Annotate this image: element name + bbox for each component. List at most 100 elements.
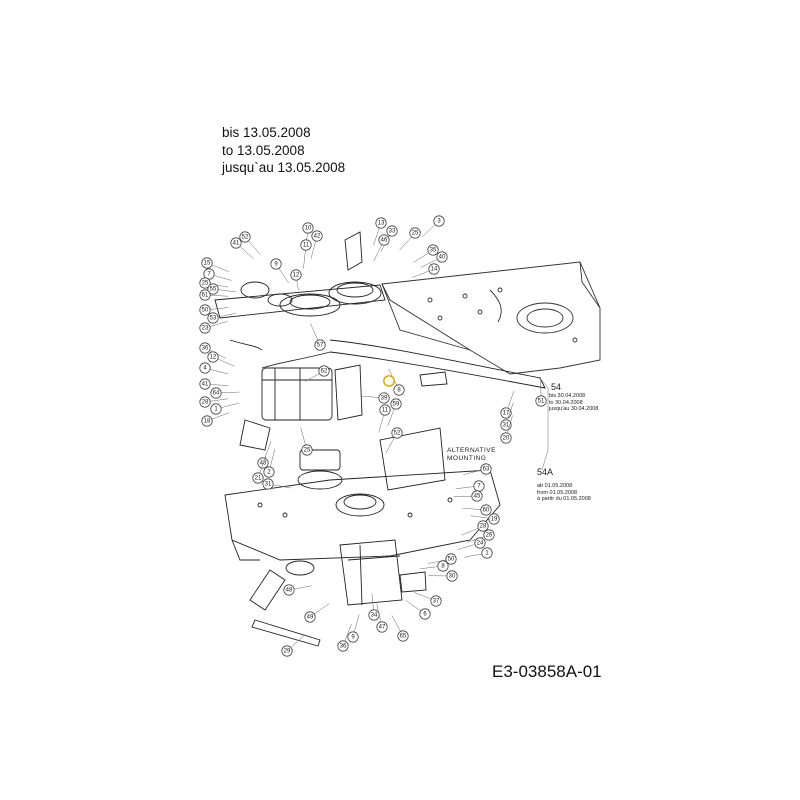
callout-number: 2 xyxy=(267,469,271,475)
part-callout-25: 25 xyxy=(399,227,421,251)
callout-circle xyxy=(378,392,390,404)
part-callout-63: 63 xyxy=(463,463,492,475)
callout-circle xyxy=(419,608,431,620)
callout-circle xyxy=(427,244,439,256)
callout-circle xyxy=(201,415,213,427)
callout-leader-line xyxy=(453,495,472,498)
validity-line-en: to 13.05.2008 xyxy=(222,142,305,158)
callout-circle xyxy=(409,227,421,239)
variant-note-old: bis 30.04.2008 to 30.04.2008 jusqu'au 30… xyxy=(549,393,598,413)
callout-number: 42 xyxy=(314,233,321,239)
part-callout-25: 25 xyxy=(300,427,313,456)
callout-circle xyxy=(311,230,323,242)
callout-number: 19 xyxy=(491,516,498,522)
callout-leader-line xyxy=(354,614,360,632)
callout-number: 13 xyxy=(378,220,385,226)
callout-circle xyxy=(445,553,457,565)
part-callout-7: 7 xyxy=(203,268,232,281)
callout-number: 10 xyxy=(305,225,312,231)
variant-note-old-line: bis 30.04.2008 xyxy=(549,393,586,399)
part-callout-55: 55 xyxy=(207,283,237,295)
callout-circle xyxy=(290,269,302,281)
callout-circle xyxy=(283,584,295,596)
callout-circle xyxy=(446,570,458,582)
callout-circle xyxy=(436,251,448,263)
callout-circle xyxy=(390,398,402,410)
callout-circle xyxy=(230,237,242,249)
callout-leader-line xyxy=(507,390,515,408)
callout-number: 3 xyxy=(437,218,441,224)
callout-leader-line xyxy=(305,373,320,382)
callout-number: 36 xyxy=(202,345,209,351)
highlighted-callout xyxy=(383,375,395,387)
callout-number: 36 xyxy=(340,643,347,649)
part-callout-59: 59 xyxy=(387,398,402,427)
callout-number: 63 xyxy=(483,466,490,472)
part-callout-45: 45 xyxy=(453,490,483,502)
callout-circle xyxy=(379,404,391,416)
callout-circle xyxy=(301,444,313,456)
callout-leader-line xyxy=(373,228,380,246)
callout-number: 61 xyxy=(202,292,209,298)
part-callout-65: 65 xyxy=(391,615,409,642)
callout-leader-line xyxy=(507,402,514,420)
callout-number: 64 xyxy=(213,390,220,396)
callout-circle xyxy=(210,403,222,415)
callout-circle xyxy=(480,463,492,475)
callout-number: 28 xyxy=(202,399,209,405)
part-callout-30: 30 xyxy=(428,570,458,582)
part-callout-47: 47 xyxy=(376,604,388,633)
callout-number: 9 xyxy=(351,634,355,640)
callout-leader-line xyxy=(419,566,438,570)
callout-number: 14 xyxy=(431,266,438,272)
callout-number: 25 xyxy=(202,280,209,286)
callout-number: 29 xyxy=(284,648,291,654)
callout-leader-line xyxy=(221,402,239,408)
callout-circle xyxy=(304,611,316,623)
highlight-circle xyxy=(383,375,395,387)
callout-circle xyxy=(386,225,398,237)
part-callout-31: 31 xyxy=(500,402,514,431)
callout-number: 55 xyxy=(210,286,217,292)
callout-leader-line xyxy=(210,321,228,327)
part-callout-21: 21 xyxy=(252,455,267,484)
variant-note-new-line: from 01.05.2008 xyxy=(537,489,578,496)
part-callout-1: 1 xyxy=(210,402,239,415)
callout-number: 7 xyxy=(477,483,481,489)
callout-leader-line xyxy=(371,593,374,610)
belt-variant-leader xyxy=(539,377,549,471)
callout-number: 24 xyxy=(477,540,484,546)
diagram-code: E3-03858A-01 xyxy=(492,662,602,681)
variant-label-54: 54 xyxy=(551,382,562,392)
callout-number: 50 xyxy=(202,307,209,313)
callout-leader-line xyxy=(461,527,479,536)
part-callout-9: 9 xyxy=(347,614,360,643)
callout-circle xyxy=(199,322,211,334)
callout-circle xyxy=(430,595,442,607)
callout-number: 41 xyxy=(233,240,240,246)
callout-number: 31 xyxy=(265,481,272,487)
callout-leader-line xyxy=(212,264,229,272)
upper-frame xyxy=(381,261,601,375)
callout-leader-line xyxy=(360,395,379,398)
part-callout-12: 12 xyxy=(290,269,302,291)
callout-circle xyxy=(207,283,219,295)
callout-number: 28 xyxy=(480,523,487,529)
part-callout-42: 42 xyxy=(310,230,323,259)
part-callout-50: 50 xyxy=(199,304,229,316)
callout-leader-line xyxy=(387,409,395,427)
callout-circle xyxy=(378,234,390,246)
callout-circle xyxy=(477,520,489,532)
callout-number: 57 xyxy=(317,342,324,348)
callout-number: 18 xyxy=(204,418,211,424)
part-callout-40: 40 xyxy=(420,251,448,268)
callout-circle xyxy=(397,630,409,642)
lower-transmission xyxy=(224,427,501,647)
callout-number: 30 xyxy=(449,573,456,579)
variant-note-old-line: jusqu'au 30.04.2008 xyxy=(549,406,599,412)
callout-number: 62 xyxy=(321,368,328,374)
callout-circle xyxy=(199,342,211,354)
variant-note-new-line: à partir du 01.05.2008 xyxy=(537,496,591,502)
callout-number: 1 xyxy=(214,406,218,412)
